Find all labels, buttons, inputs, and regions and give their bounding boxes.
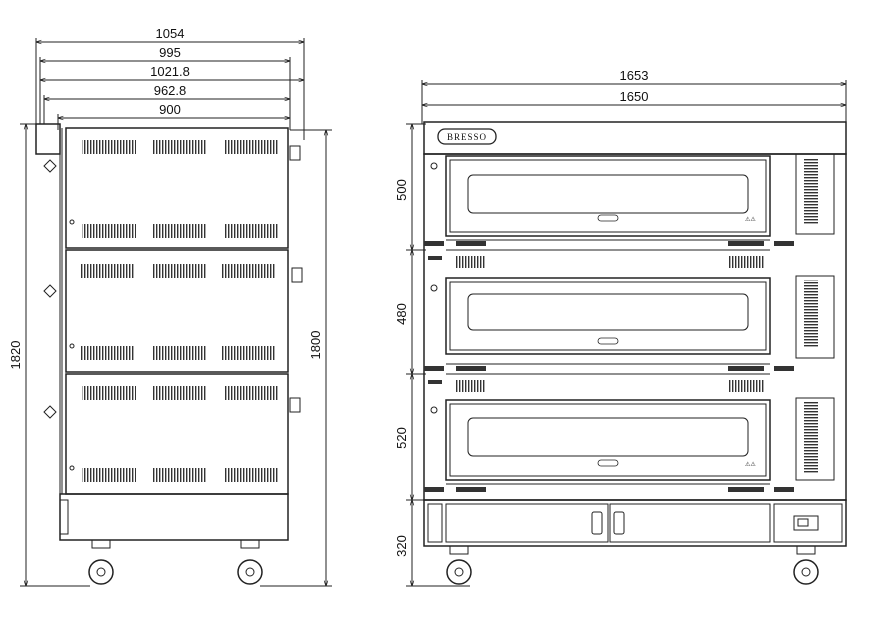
side-width-1021-8: 1021.8: [150, 64, 190, 79]
control-row-3: [424, 483, 794, 492]
front-frame: [423, 153, 847, 501]
front-width-dimensions: 1653 1650: [422, 68, 846, 124]
side-height-dimensions: 1820 1800: [8, 124, 332, 586]
side-width-900: 900: [159, 102, 181, 117]
side-width-995: 995: [159, 45, 181, 60]
side-vents: [80, 140, 278, 482]
side-width-dimensions: 1054 995 1021.8 962.8 900: [36, 26, 304, 140]
side-body: [59, 127, 289, 541]
side-valves: [289, 145, 303, 413]
front-height-500: 500: [394, 179, 409, 201]
side-height-1800: 1800: [308, 331, 323, 360]
front-width-1653: 1653: [620, 68, 649, 83]
base-cabinet: [423, 499, 847, 547]
front-height-dimensions: 500 480 520 320: [394, 124, 470, 586]
oven-deck-3: ⚠⚠: [430, 397, 835, 481]
chimney-block: [35, 123, 61, 155]
control-row-2: [424, 363, 794, 392]
side-wheels: [88, 539, 263, 585]
front-view: 1653 1650 500 480 520 320 BRESSO: [394, 68, 847, 586]
svg-text:⚠⚠: ⚠⚠: [745, 216, 756, 223]
oven-deck-2: [430, 275, 835, 359]
side-view: 1054 995 1021.8 962.8 900 1820 1800: [8, 26, 332, 586]
svg-text:⚠⚠: ⚠⚠: [745, 461, 756, 468]
front-wheels: [446, 545, 819, 585]
side-width-962-8: 962.8: [154, 83, 187, 98]
front-height-520: 520: [394, 427, 409, 449]
oven-deck-1: ⚠⚠: [430, 153, 835, 237]
brand-logo: BRESSO: [447, 132, 487, 142]
control-row-1: [424, 239, 794, 268]
side-height-1820: 1820: [8, 341, 23, 370]
brand-plate: BRESSO: [437, 128, 497, 145]
front-height-480: 480: [394, 303, 409, 325]
side-width-1054: 1054: [156, 26, 185, 41]
front-width-1650: 1650: [620, 89, 649, 104]
side-hinges: [43, 159, 75, 471]
front-height-320: 320: [394, 535, 409, 557]
